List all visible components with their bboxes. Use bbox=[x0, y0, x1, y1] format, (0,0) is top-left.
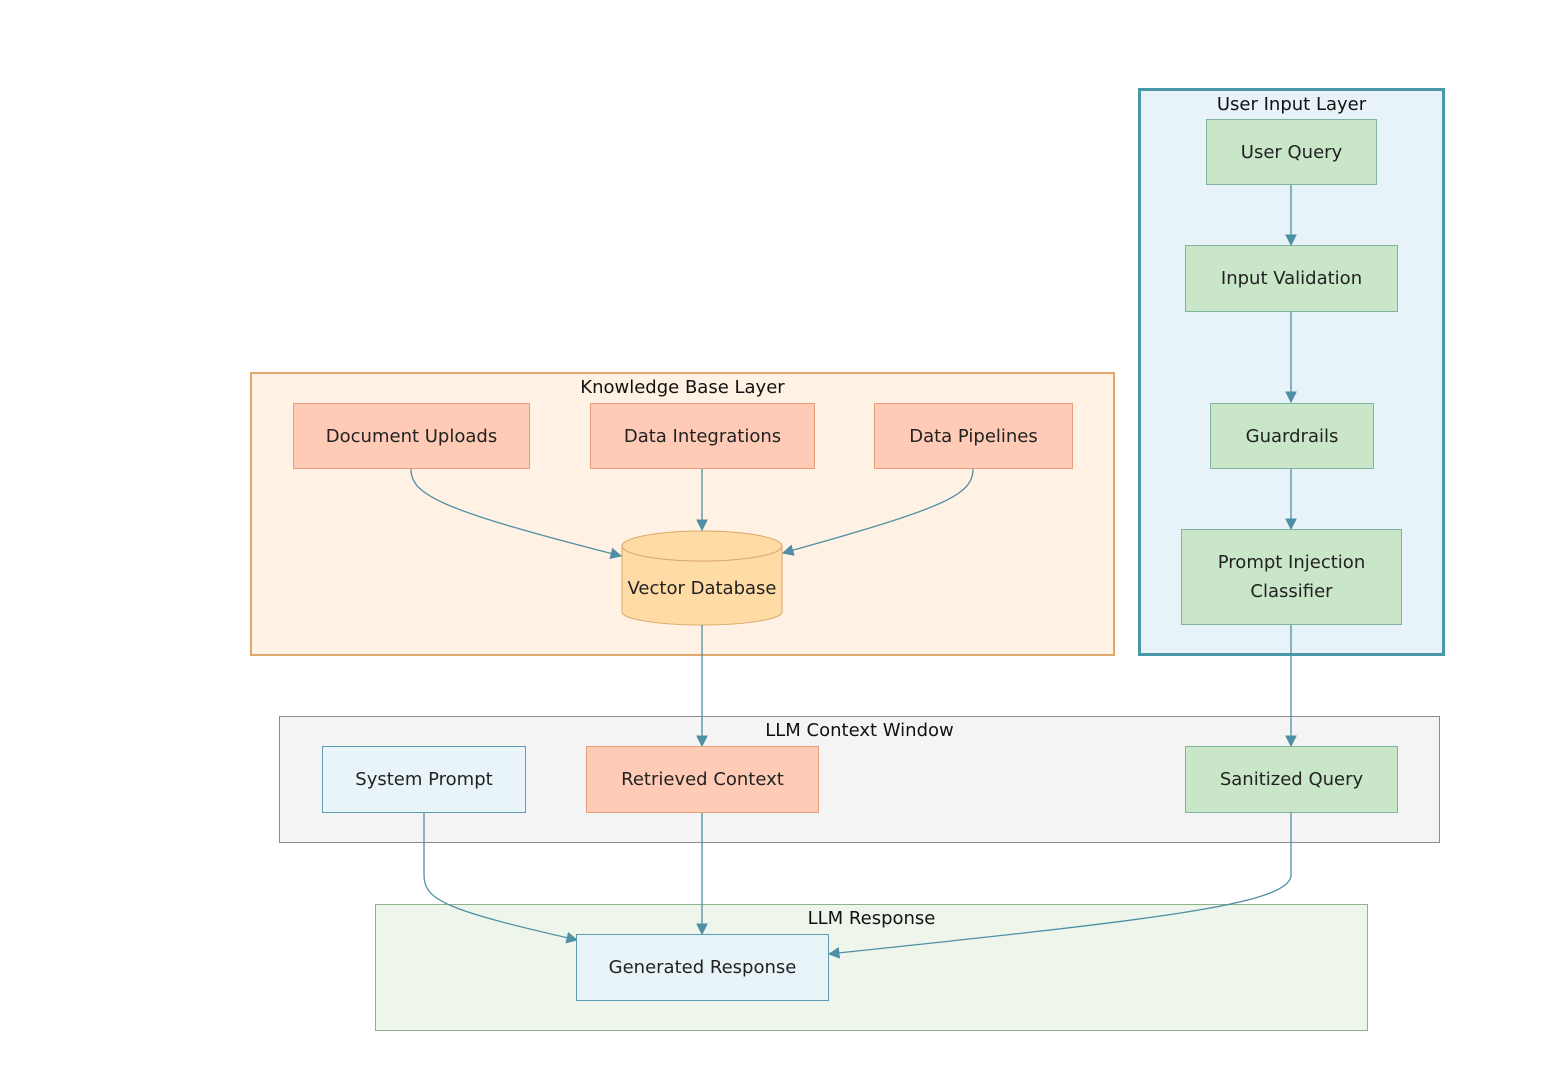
data-integrations-label: Data Integrations bbox=[623, 425, 782, 447]
sanitized-query-label: Sanitized Query bbox=[1219, 769, 1364, 790]
edge-system-prompt-to-generated-response bbox=[423, 813, 579, 944]
user-query-label: User Query bbox=[1240, 141, 1343, 163]
vector-database-label: Vector Database bbox=[627, 577, 777, 599]
system-prompt-label: System Prompt bbox=[355, 769, 493, 790]
retrieved-context-label: Retrieved Context bbox=[621, 769, 784, 790]
edge-data-pipelines-to-vector-database bbox=[781, 468, 974, 556]
data-pipelines-label: Data Pipelines bbox=[909, 425, 1038, 447]
guardrails-node: Guardrails bbox=[1210, 403, 1374, 469]
llm-context-window-title: LLM Context Window bbox=[765, 720, 954, 741]
llm-response-layer: LLM Response bbox=[375, 904, 1368, 1031]
generated-response-node: Generated Response bbox=[576, 934, 829, 1001]
input-validation-label: Input Validation bbox=[1220, 268, 1363, 289]
user-query-node: User Query bbox=[1206, 119, 1377, 185]
edge-sanitized-query-to-generated-response bbox=[827, 813, 1292, 959]
prompt-injection-classifier-node: Prompt Injection Classifier bbox=[1181, 529, 1402, 625]
user-input-layer-title: User Input Layer bbox=[1216, 94, 1367, 115]
edge-document-uploads-to-vector-database bbox=[410, 468, 623, 560]
input-validation-node: Input Validation bbox=[1185, 245, 1398, 312]
llm-response-title: LLM Response bbox=[807, 908, 936, 929]
guardrails-label: Guardrails bbox=[1245, 425, 1339, 447]
data-integrations-node: Data Integrations bbox=[590, 403, 815, 469]
data-pipelines-node: Data Pipelines bbox=[874, 403, 1073, 469]
sanitized-query-node: Sanitized Query bbox=[1185, 746, 1398, 813]
vector-database-cylinder bbox=[621, 530, 783, 626]
document-uploads-node: Document Uploads bbox=[293, 403, 530, 469]
document-uploads-label: Document Uploads bbox=[325, 425, 498, 447]
retrieved-context-node: Retrieved Context bbox=[586, 746, 819, 813]
vector-database-node: Vector Database bbox=[622, 562, 782, 614]
system-prompt-node: System Prompt bbox=[322, 746, 526, 813]
generated-response-label: Generated Response bbox=[608, 957, 797, 978]
knowledge-base-layer-title: Knowledge Base Layer bbox=[580, 377, 785, 398]
prompt-injection-classifier-label: Prompt Injection Classifier bbox=[1217, 552, 1366, 602]
